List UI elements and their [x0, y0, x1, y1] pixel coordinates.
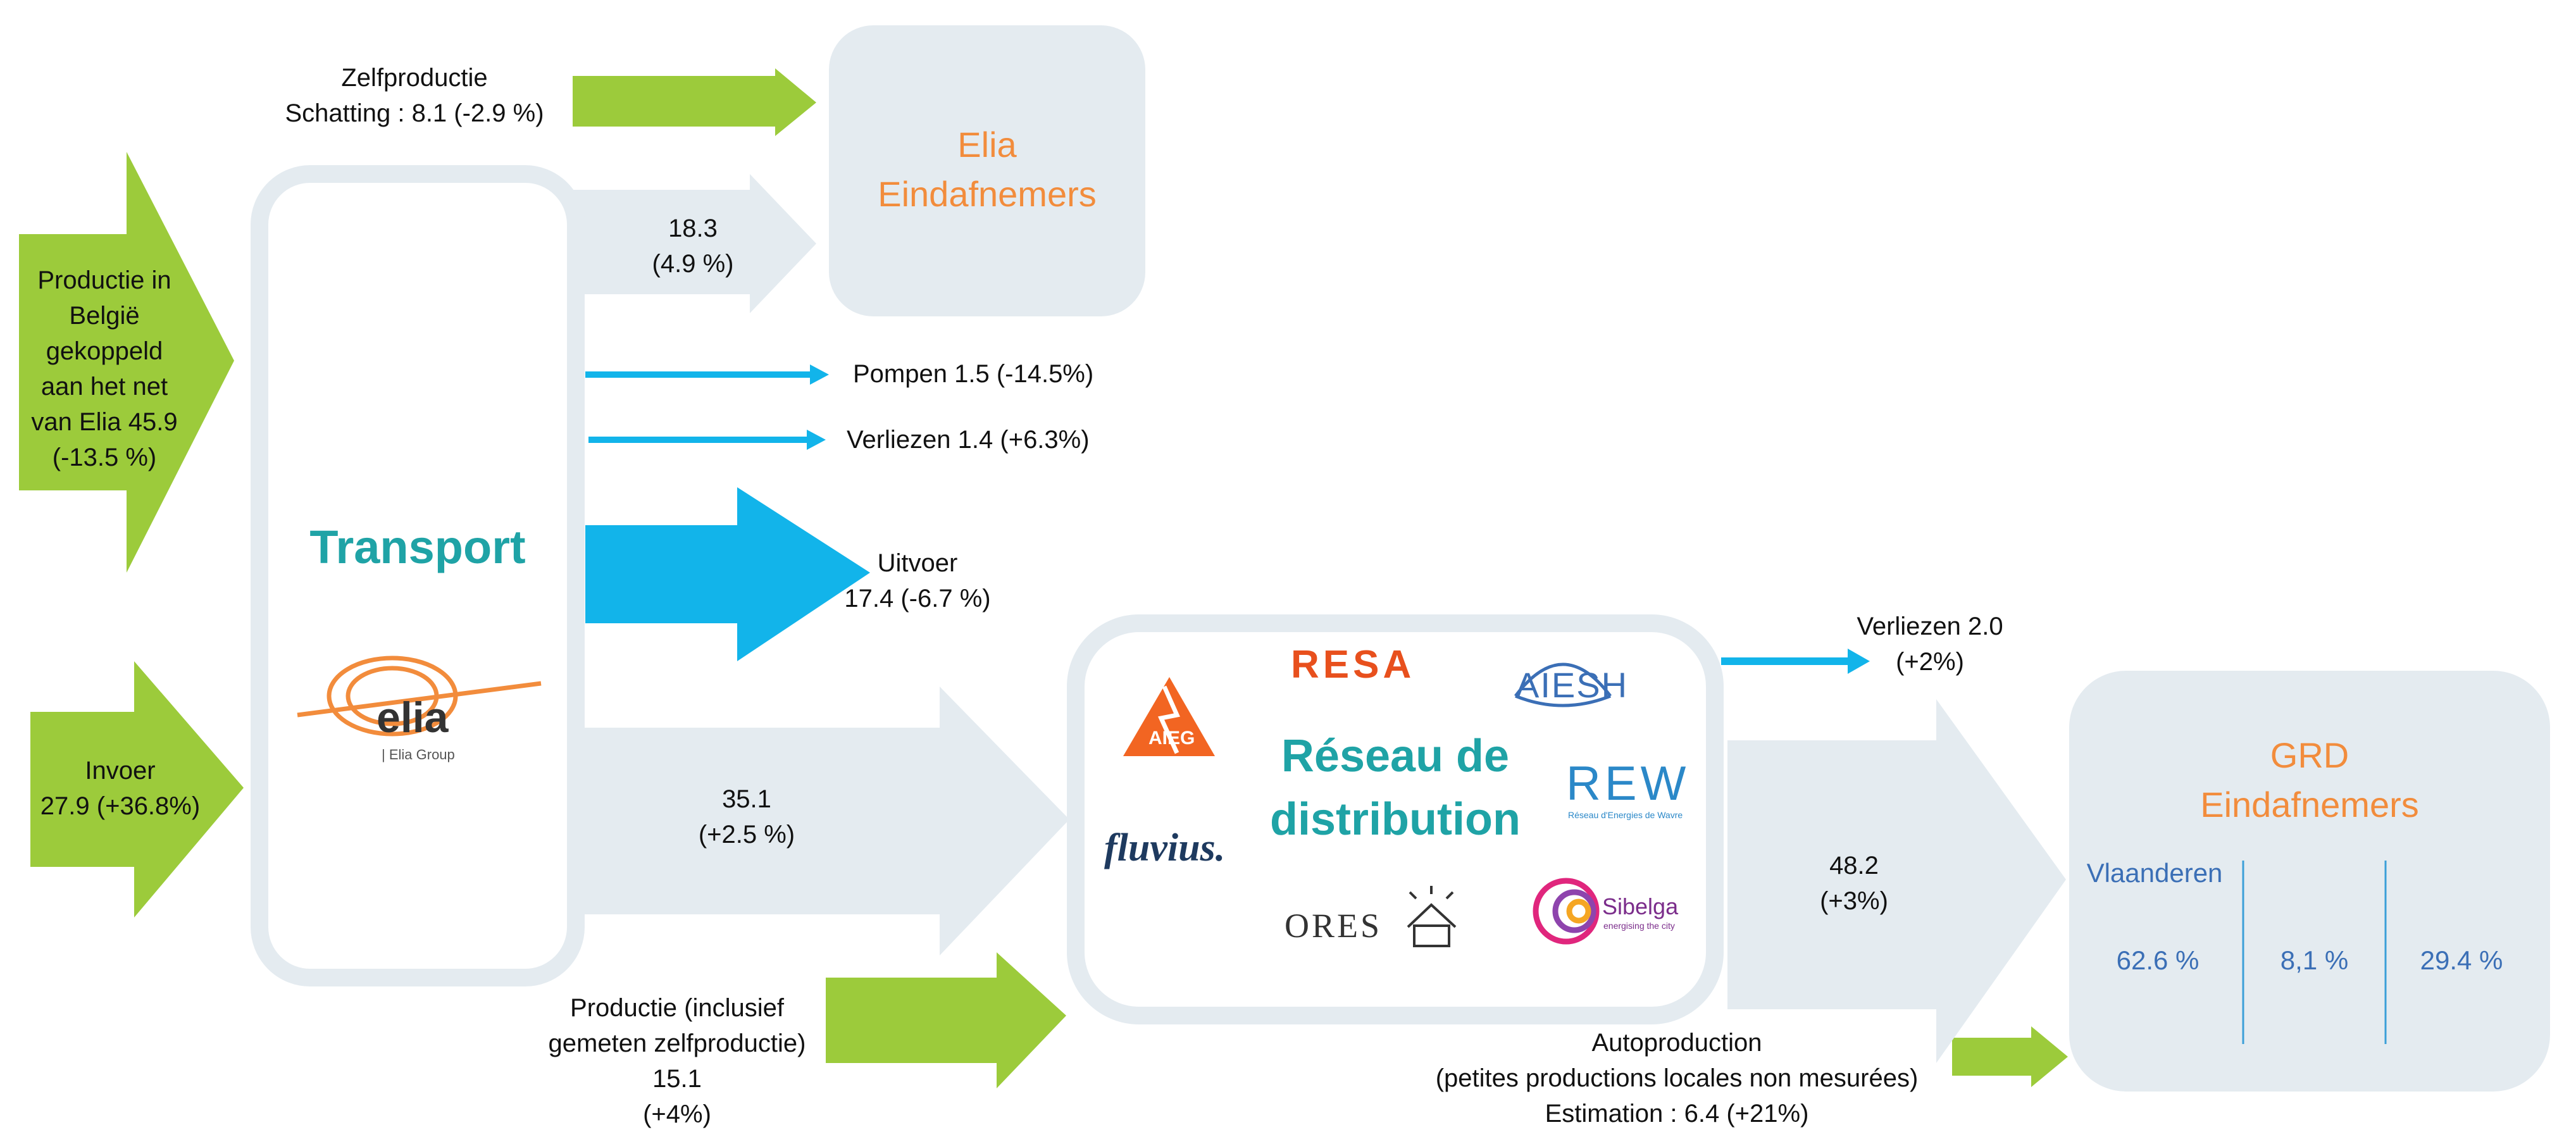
losses-distribution-arrow: [1721, 649, 1870, 674]
elia-end-arrow: [573, 174, 816, 313]
aiesh-logo: [1514, 662, 1612, 707]
autoproduction-arrow: [1952, 1026, 2068, 1087]
losses-transport-arrow: [588, 430, 826, 450]
elia-end-label: Elia Eindafnemers: [878, 125, 1097, 214]
local-production-arrow: [826, 952, 1066, 1088]
sibelga-logo: Sibelga: [1602, 893, 1679, 919]
ores-house-icon: [1407, 886, 1457, 947]
elia-end-box: [829, 25, 1145, 316]
rew-logo-sub: Réseau d'Energies de Wavre: [1568, 810, 1683, 820]
aieg-logo-text: AIEG: [1148, 728, 1195, 749]
rew-logo: REW: [1566, 757, 1690, 811]
grd-share-2: 8,1 %: [2280, 945, 2349, 975]
sibelga-icon: [1533, 878, 1600, 945]
self-production-label: Zelfproductie Schatting : 8.1 (-2.9 %): [285, 64, 544, 127]
self-production-arrow: [573, 68, 816, 136]
grd-region-label: Vlaanderen: [2086, 858, 2223, 888]
losses-transport-label: Verliezen 1.4 (+6.3%): [847, 426, 1090, 454]
grd-share-3: 29.4 %: [2420, 945, 2503, 975]
grd-box: [2069, 671, 2550, 1092]
production-label: Productie in België gekoppeld aan het ne…: [31, 266, 178, 471]
autoproduction-label: Autoproduction (petites productions loca…: [1435, 1029, 1919, 1128]
import-arrow: [30, 661, 244, 917]
pumping-label: Pompen 1.5 (-14.5%): [853, 360, 1094, 388]
to-grd-arrow: [1727, 699, 2066, 1063]
to-distribution-arrow: [579, 687, 1069, 955]
local-production-label: Productie (inclusief gemeten zelfproduct…: [548, 994, 806, 1128]
ores-logo: ORES: [1285, 907, 1383, 945]
pumping-arrow: [585, 364, 829, 385]
elia-logo-text: elia: [376, 694, 449, 742]
transport-box: [251, 165, 585, 986]
elia-swoosh-icon: [297, 656, 542, 737]
distribution-title: Réseau de distribution: [1270, 731, 1521, 845]
grd-share-1: 62.6 %: [2116, 945, 2200, 975]
resa-logo: RESA: [1291, 643, 1416, 687]
aiesh-logo-text: AIESH: [1515, 665, 1629, 705]
import-label: Invoer 27.9 (+36.8%): [40, 757, 201, 820]
production-arrow: [19, 152, 234, 573]
export-arrow: [585, 487, 870, 661]
transport-title: Transport: [309, 521, 526, 573]
export-label: Uitvoer 17.4 (-6.7 %): [844, 549, 991, 613]
fluvius-logo: fluvius.: [1104, 826, 1226, 869]
aieg-logo: [1123, 677, 1215, 756]
sibelga-logo-sub: energising the city: [1603, 921, 1675, 931]
grd-label: GRD Eindafnemers: [2200, 735, 2419, 824]
to-grd-label: 48.2 (+3%): [1820, 852, 1888, 915]
losses-distribution-label: Verliezen 2.0 (+2%): [1857, 613, 2003, 676]
to-distribution-label: 35.1 (+2.5 %): [698, 785, 795, 849]
elia-end-flow-label: 18.3 (4.9 %): [652, 215, 734, 278]
elia-group-text: | Elia Group: [382, 747, 455, 762]
